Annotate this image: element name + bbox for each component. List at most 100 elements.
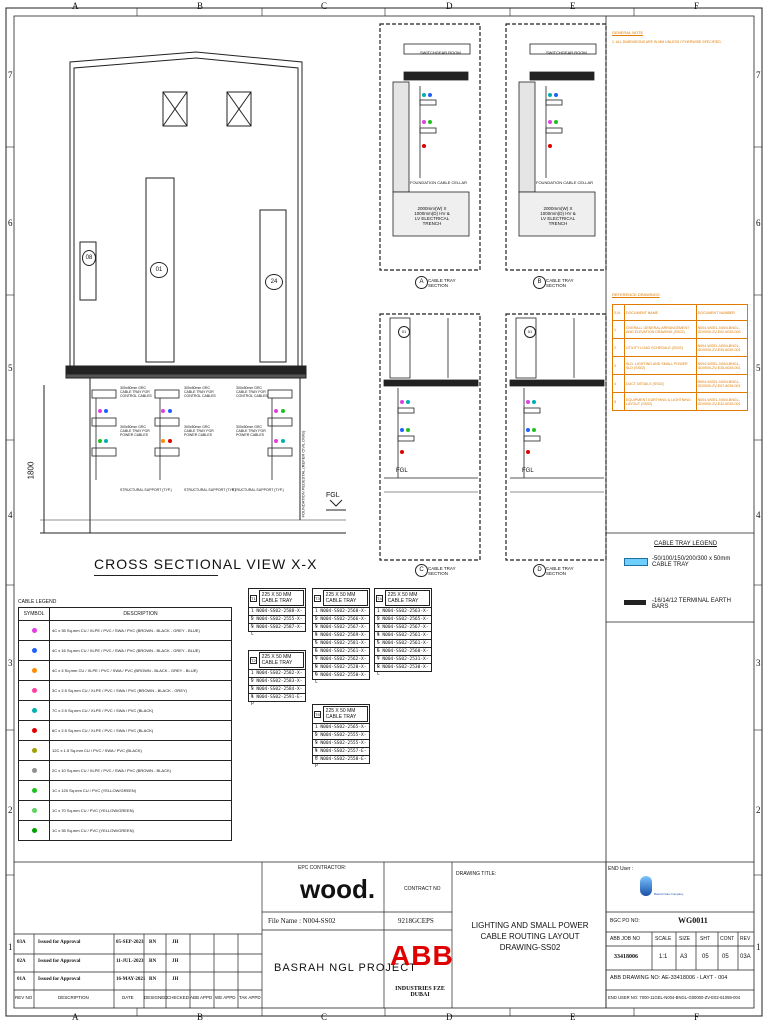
- tray-t4-item-2: 2 N004-SS02-2565-X-C: [375, 615, 431, 629]
- ref-row-1-name: OVERALL GENERAL ARRANGEMENT AND ELEVATIO…: [624, 320, 697, 339]
- rev-header-description: DESCRIPTION: [58, 995, 89, 1000]
- rev-row-3-date: 16-MAY-2021: [116, 977, 146, 982]
- cable-legend-title: CABLE LEGEND: [18, 599, 57, 605]
- abb-logo: ABB: [390, 940, 454, 971]
- grid-row-4: 4: [8, 510, 13, 520]
- tray-t3-item-9: 9 N004-SS02-2550-X-C: [313, 671, 369, 685]
- ref-header-sn: S.N.: [612, 304, 625, 321]
- legend-desc-7: 12C x 1.5 Sq.mm CU / PVC / SWA / PVC (BL…: [49, 740, 232, 761]
- grid-row-1-right: 1: [756, 942, 761, 952]
- legend-symbol-8: [31, 767, 37, 773]
- tray-t4-item-7: 7 N004-SS02-2531-X-C: [375, 655, 431, 669]
- ref-row-3-sn: 3: [612, 356, 625, 375]
- section-a-marker: A: [415, 276, 428, 289]
- tray-t3-item-4: 4 N004-SS02-2569-X-C: [313, 631, 369, 645]
- pedestal-note: FOUNDATION PEDESTAL (REFER CIVIL DWG): [300, 430, 306, 518]
- tray-t4-head: 225 X 50 MM CABLE TRAY: [384, 590, 430, 606]
- legend-desc-6: 6C x 2.5 Sq.mm CU / XLPE / PVC / SWA / P…: [49, 720, 232, 741]
- drawing-title: LIGHTING AND SMALL POWER CABLE ROUTING L…: [471, 921, 589, 952]
- bgc-logo-icon: [640, 876, 652, 896]
- section-b-marker: B: [533, 276, 546, 289]
- project-name: BASRAH NGL PROJECT: [274, 962, 417, 974]
- legend-header-description: DESCRIPTION: [49, 607, 232, 621]
- section-c-caption: CABLE TRAY SECTION: [428, 566, 456, 576]
- tray-t4-item-4: 4 N004-SS02-2561-X-C: [375, 631, 431, 645]
- legend-desc-8: 2C x 10 Sq.mm CU / XLPE / PVC / SWA / PV…: [49, 760, 232, 781]
- section-a-trench: 2000mm(W) X 1000mm(D) HV & LV ELECTRICAL…: [414, 206, 450, 226]
- abb-drawing-no: ABB DRAWING NO: AE-33418006 - LAYT - 004: [610, 975, 728, 981]
- legend-symbol-5: [31, 707, 37, 713]
- legend-desc-5: 7C x 2.5 Sq.mm CU / XLPE / PVC / SWA / P…: [49, 700, 232, 721]
- section-b-cellar: FOUNDATION CABLE CELLAR: [536, 180, 594, 185]
- tray-t3-item-3: 3 N004-SS02-2567-X-C: [313, 623, 369, 637]
- legend-symbol-2: [31, 647, 37, 653]
- building-section: [40, 51, 346, 534]
- tray-t2-item-1: 1 N004-SS02-2582-X-C: [249, 669, 305, 683]
- rev-row-2-checked: JH: [172, 959, 179, 964]
- rev-label: REV: [740, 936, 751, 942]
- end-user-label: END User :: [608, 866, 634, 872]
- bgc-po-label: BGC PO NO:: [610, 918, 640, 924]
- support-note-1: STRUCTURAL SUPPORT (TYP.): [120, 488, 172, 492]
- grid-col-d-bottom: D: [446, 1012, 453, 1022]
- ref-row-4-sn: 4: [612, 374, 625, 393]
- section-b-caption: CABLE TRAY SECTION: [546, 278, 574, 288]
- ref-row-2-name: UTILITY LOAD SCHEDULE (SS02): [624, 338, 697, 357]
- drawing-title-label: DRAWING TITLE:: [456, 871, 497, 877]
- rev-header-tak-appd: TAK APPD: [239, 995, 261, 1000]
- section-d-fgl: FGL: [522, 468, 534, 474]
- grid-col-b-bottom: B: [197, 1012, 204, 1022]
- section-a-caption: CABLE TRAY SECTION: [428, 278, 456, 288]
- legend-symbol-9: [31, 787, 37, 793]
- section-a-room: SWITCHGEAR ROOM: [420, 50, 461, 55]
- scale-label: SCALE: [655, 936, 672, 942]
- grid-row-4-right: 4: [756, 510, 761, 520]
- tray-t4-item-5: 5 N004-SS02-2561-X-C: [375, 639, 431, 653]
- ref-row-4-name: DUCT DETAILS (SS02): [624, 374, 697, 393]
- legend-symbol-4: [31, 687, 37, 693]
- bgc-logo-text: Basrah Gas Company: [654, 892, 684, 896]
- section-d-room-tag: 01: [524, 326, 536, 338]
- sht: 05: [702, 954, 709, 960]
- grid-row-3: 3: [8, 658, 13, 668]
- grid-col-a-bottom: A: [72, 1012, 79, 1022]
- grid-col-f: F: [694, 1, 700, 11]
- section-b-trench: 2000mm(W) X 1000mm(D) HV & LV ELECTRICAL…: [540, 206, 576, 226]
- tray-t5-head: 225 X 50 MM CABLE TRAY: [322, 706, 368, 722]
- tray-t1-item-3: 3 N004-SS02-2587-X-C: [249, 623, 305, 637]
- grid-row-3-right: 3: [756, 658, 761, 668]
- file-name: File Name : N004-SS02: [268, 917, 336, 925]
- rev-row-1-designed: RN: [149, 940, 157, 945]
- ref-row-5-name: EQUIPMENT EARTHING & LIGHTNING LAYOUT (S…: [624, 392, 697, 411]
- legend-symbol-7: [31, 747, 37, 753]
- rev-row-3-no: 01A: [17, 977, 26, 982]
- support-note-2: STRUCTURAL SUPPORT (TYP.): [184, 488, 236, 492]
- section-cable-dots: [98, 409, 285, 443]
- abb-entity: INDUSTRIES FZE DUBAI: [395, 986, 445, 998]
- ref-row-1-number: N004-WGEL-N004-BNGL-GD0000-ZV-E02-6039-0…: [695, 320, 749, 339]
- tray-note-right-2: 300x50mm GRC CABLE TRAY FOR POWER CABLES: [236, 425, 266, 437]
- ref-row-5-number: N004-WGEL-N004-BNGL-GD0000-ZV-E32-6039-0…: [695, 392, 749, 411]
- legend-symbol-1: [31, 627, 37, 633]
- size-label: SIZE: [679, 936, 691, 942]
- abb-job-label: ABB JOB NO: [610, 936, 641, 942]
- grid-col-a: A: [72, 1, 79, 11]
- scale: 1:1: [659, 954, 668, 960]
- tray-t3-item-6: 6 N004-SS02-2561-X-C: [313, 647, 369, 661]
- grid-row-5-right: 5: [756, 363, 761, 373]
- tray-t5-item-2: 2 N004-SS02-2555-X-C: [313, 731, 369, 745]
- tray-t3-tag: T3: [314, 594, 321, 602]
- legend-symbol-3: [31, 667, 37, 673]
- tray-t1-head: 225 X 50 MM CABLE TRAY: [258, 590, 304, 606]
- tray-t2-item-4: 4 N004-SS02-2591-E-P: [249, 693, 305, 707]
- room-tag-24: 24: [265, 274, 283, 290]
- title-underline: [94, 575, 218, 576]
- legend-desc-3: 4C x 4 Sq.mm CU / XLPE / PVC / SWA / PVC…: [49, 660, 232, 681]
- grid-col-e: E: [570, 1, 576, 11]
- rev-row-2-no: 02A: [17, 959, 26, 964]
- grid-col-b: B: [197, 1, 204, 11]
- tray-note-left-1: 300x50mm GRC CABLE TRAY FOR CONTROL CABL…: [120, 386, 152, 398]
- rev-header-no: REV NO: [15, 995, 33, 1000]
